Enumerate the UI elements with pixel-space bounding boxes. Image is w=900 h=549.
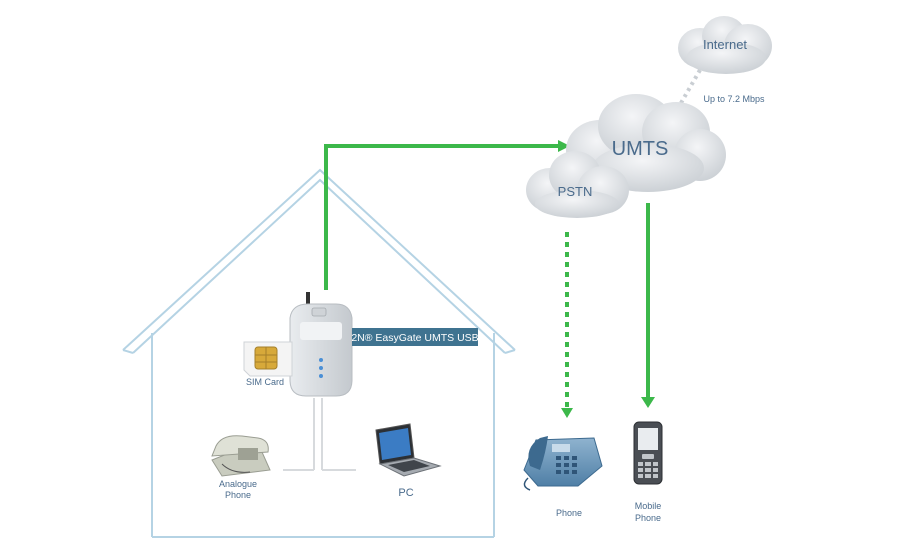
mobile-downlink-arrow [641,203,655,408]
pc-label: PC [398,487,413,499]
speed-label: Up to 7.2 Mbps [703,94,765,104]
mobile-phone-label-line2: Phone [635,513,661,523]
pstn-label: PSTN [558,184,593,199]
internet-dotted-link [679,69,702,104]
internet-cloud [678,16,772,74]
internet-label: Internet [703,37,747,52]
sim-card-icon [243,341,293,377]
umts-uplink-arrow [324,140,570,290]
house-outline [122,168,516,538]
analogue-phone-label-line1: Analogue [219,479,257,489]
device-name-label: 2N® EasyGate UMTS USB [351,332,478,344]
device-name-box [352,328,478,346]
internal-wiring [283,398,356,471]
pstn-dotted-arrow [561,232,573,418]
phone-label: Phone [556,508,582,518]
easygate-device [289,292,353,397]
umts-label: UMTS [612,138,669,160]
pstn-cloud [526,151,629,218]
sim-card-label: SIM Card [246,377,284,387]
umts-cloud [566,94,726,192]
analogue-phone-icon [211,435,271,477]
analogue-phone-label-line2: Phone [225,490,251,500]
mobile-phone-label-line1: Mobile [635,501,662,511]
mobile-phone-icon [633,421,663,485]
desk-phone-icon [523,436,603,491]
laptop-icon [375,423,442,477]
